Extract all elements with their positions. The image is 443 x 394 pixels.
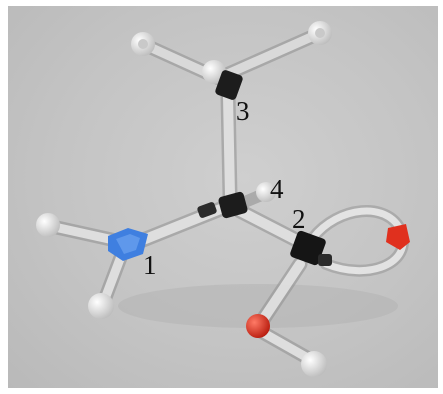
model-shadow [118,284,398,328]
molecular-model-photo: 1 2 3 4 [8,6,438,388]
hydrogen-atoms [36,21,332,377]
label-nitrogen: 1 [143,250,157,280]
molecule-model-drawing [36,21,410,377]
label-hydrogen: 4 [270,174,284,204]
carbon-atoms [197,70,332,266]
label-alpha-carbon: 2 [292,204,306,234]
label-methyl-carbon: 3 [236,96,250,126]
nitrogen-atom [108,228,148,261]
oxygen-atoms [246,224,410,338]
